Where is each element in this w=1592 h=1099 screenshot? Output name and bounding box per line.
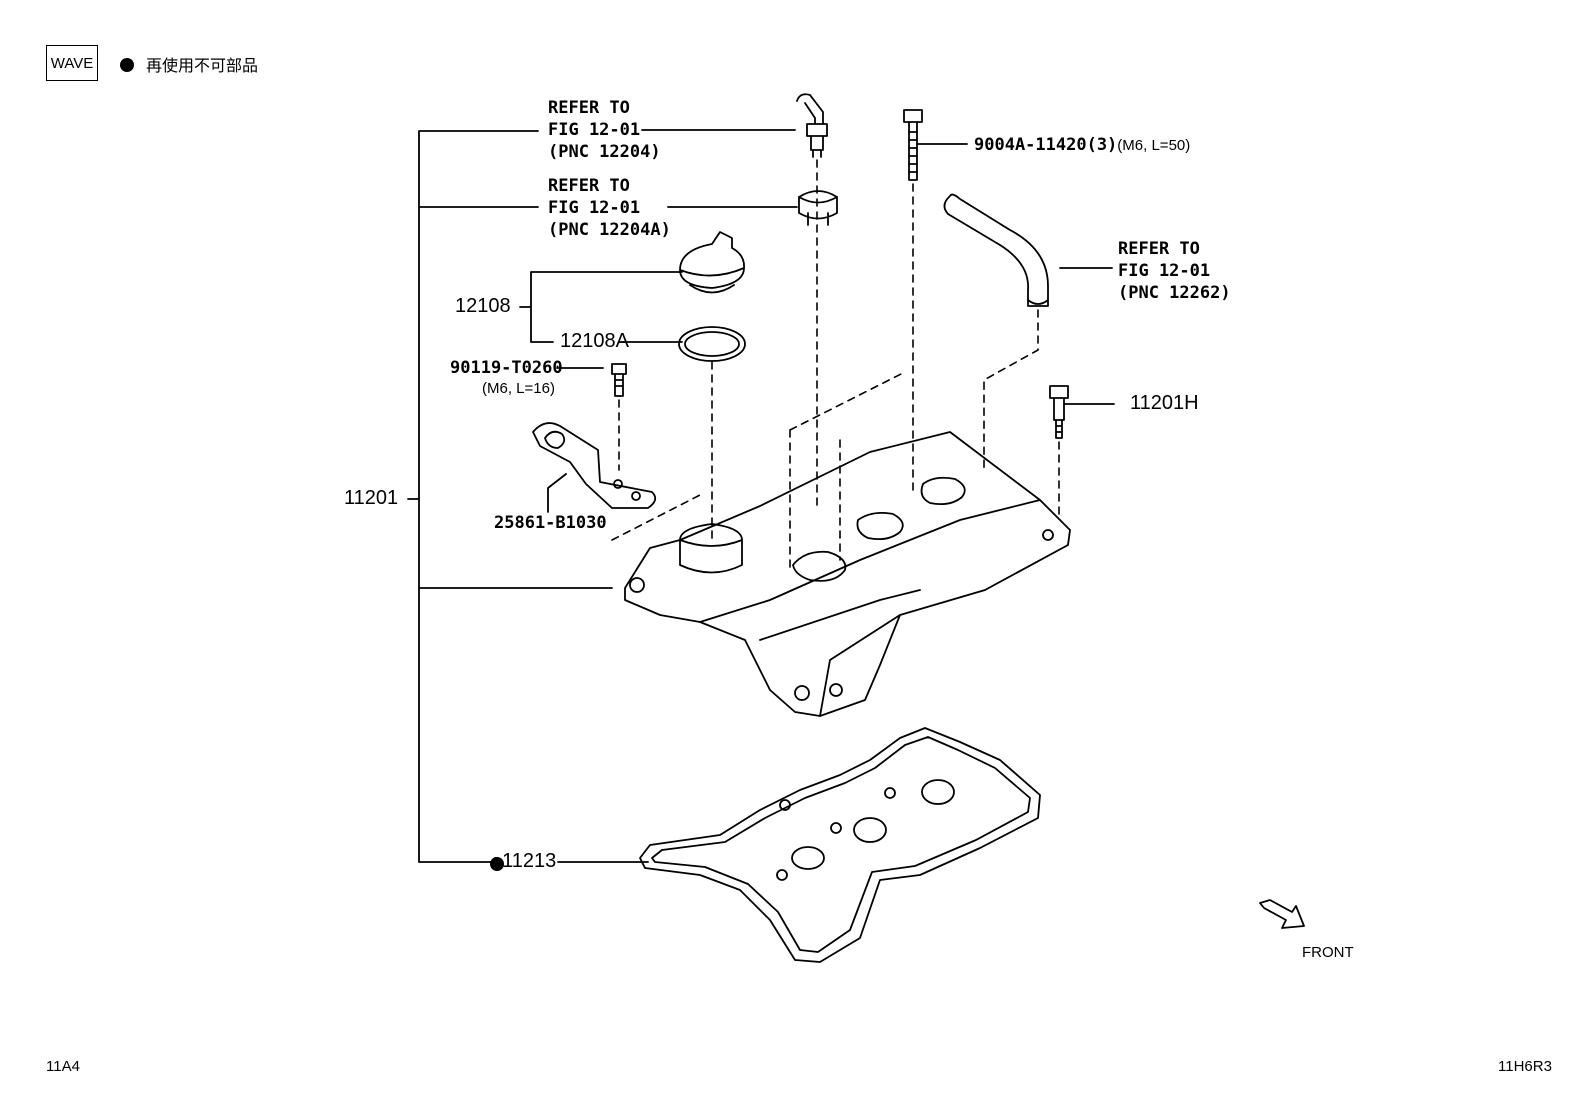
bolt-top-spec: (M6, L=50): [1117, 137, 1191, 154]
o-ring-icon: [678, 326, 746, 362]
non-reusable-mark-icon: [490, 857, 504, 871]
refer2-line3: (PNC 12204A): [548, 220, 671, 240]
bolt-short-icon: [611, 363, 627, 397]
refer3-line3: (PNC 12262): [1118, 283, 1231, 303]
bracket-plate-icon: [532, 422, 657, 509]
cylinder-head-cover-icon: [624, 431, 1071, 717]
refer2-line2: FIG 12-01: [548, 198, 641, 218]
leader-25861: [547, 473, 567, 513]
dash-bracket: [611, 494, 701, 541]
refer3-line1: REFER TO: [1118, 239, 1200, 259]
bracket-12108: [519, 271, 683, 343]
part-11201H: 11201H: [1130, 392, 1199, 414]
oil-cap-icon: [679, 231, 745, 294]
footer-left-code: 11A4: [46, 1058, 80, 1075]
refer2-line1: REFER TO: [548, 176, 630, 196]
legend: 再使用不可部品: [120, 52, 258, 76]
refer1-line2: FIG 12-01: [548, 120, 641, 140]
grommet-icon: [798, 190, 838, 226]
front-arrow-icon: [1259, 899, 1305, 929]
part-11213: ●11213: [490, 850, 557, 872]
filled-circle-icon: [120, 58, 134, 72]
hose-icon: [943, 193, 1049, 307]
bolt-left-spec: (M6, L=16): [482, 380, 555, 397]
bracket-11201: [418, 130, 613, 863]
bolt-stud-icon: [1049, 385, 1069, 439]
refer1-line3: (PNC 12204): [548, 142, 661, 162]
dash-hose: [983, 309, 1039, 471]
bolt-long-icon: [903, 109, 923, 181]
part-12108A: 12108A: [560, 330, 629, 352]
part-12108: 12108: [455, 295, 511, 317]
bolt-left-part: 90119-T0260: [450, 358, 563, 378]
part-25861: 25861-B1030: [494, 513, 607, 533]
bolt-top-part: 9004A-11420(3): [974, 135, 1118, 155]
bolt-top-label: 9004A-11420(3)(M6, L=50): [974, 134, 1190, 156]
refer3-line2: FIG 12-01: [1118, 261, 1211, 281]
dash-frame: [789, 371, 906, 571]
part-11201: 11201: [344, 487, 399, 509]
wave-badge: WAVE: [46, 45, 98, 81]
legend-text: 再使用不可部品: [146, 56, 259, 75]
pcv-elbow-icon: [796, 93, 828, 158]
gasket-icon: [639, 727, 1041, 963]
front-label: FRONT: [1302, 944, 1354, 961]
refer1-line1: REFER TO: [548, 98, 630, 118]
footer-right-code: 11H6R3: [1498, 1058, 1552, 1075]
